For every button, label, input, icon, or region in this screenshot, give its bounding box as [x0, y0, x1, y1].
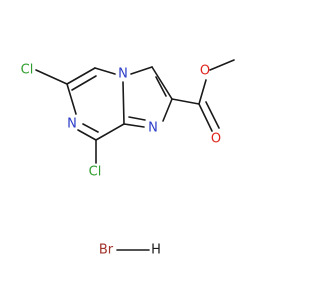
- bond-c3-c2: [151, 66, 173, 100]
- bond-cester-ocarbonyl-2: [205, 101, 220, 129]
- bond-c8a-n4: [122, 81, 125, 125]
- bond-cester-oester: [198, 79, 207, 105]
- atom-n-imidazole: N: [148, 121, 158, 136]
- bond-n7-c8-inner: [82, 123, 99, 133]
- bond-c8-c8a: [95, 123, 125, 141]
- bond-c2-cester: [171, 98, 200, 105]
- atom-cl-top: Cl: [21, 63, 34, 78]
- bonds: [35, 59, 235, 251]
- atom-n-bridge: N: [118, 67, 128, 82]
- bond-c6-c5-inner: [71, 75, 97, 91]
- atom-o-ester: O: [200, 64, 210, 79]
- bond-c5-n4: [94, 67, 116, 75]
- bond-cl-c6: [35, 69, 68, 85]
- atom-n-ring-left: N: [67, 117, 77, 132]
- atom-br: Br: [99, 243, 114, 258]
- atom-labels: Cl Cl N N N O O Br H: [21, 63, 221, 258]
- bond-n1-c8a: [123, 123, 145, 128]
- bond-cester-ocarbonyl: [198, 103, 213, 132]
- atom-o-carbonyl: O: [211, 132, 221, 147]
- bond-n7-c8: [77, 129, 97, 141]
- bond-n4-c3: [130, 66, 153, 75]
- bond-c3-c2-inner: [155, 76, 167, 97]
- bond-c6-n7: [66, 83, 77, 115]
- molecule-structure: Cl Cl N N N O O Br H: [21, 59, 235, 258]
- bond-n1-c8a-inner: [128, 116, 146, 121]
- bond-c6-c5: [66, 67, 96, 85]
- bond-oester-ch3: [209, 59, 235, 71]
- atom-h: H: [151, 243, 161, 258]
- atom-cl-bottom: Cl: [89, 165, 102, 180]
- bond-c2-n1: [162, 98, 173, 122]
